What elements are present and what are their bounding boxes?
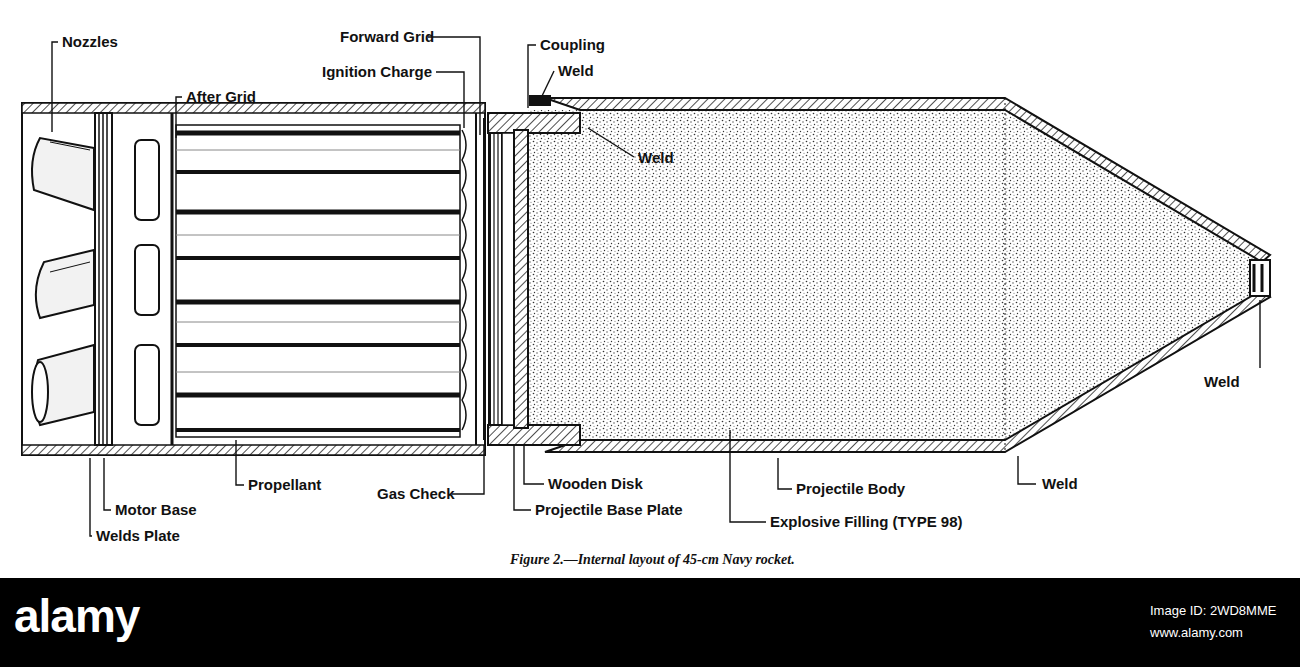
- part-label: Forward Grid: [340, 28, 434, 45]
- watermark-logo: alamy: [14, 590, 139, 643]
- part-label: Motor Base: [115, 501, 197, 518]
- part-label: Weld: [638, 149, 674, 166]
- leader-lines-part: [428, 37, 480, 135]
- coupling-part: [488, 113, 580, 133]
- propellant-grains-part: [176, 322, 460, 323]
- motor-base-plate-part: [106, 113, 108, 445]
- nozzle-set-part: [32, 362, 48, 422]
- motor-base-plate-part: [98, 113, 100, 445]
- leader-lines-part: [104, 458, 111, 510]
- leader-lines-part: [1259, 300, 1260, 368]
- part-label: Projectile Body: [796, 480, 905, 497]
- leader-lines: [52, 37, 1260, 536]
- projectile-body-part: [1005, 98, 1006, 452]
- gas-check-part: [483, 118, 485, 440]
- coupling-part: [488, 425, 580, 445]
- propellant-grains-part: [176, 256, 460, 260]
- figure-caption: Figure 2.—Internal layout of 45-cm Navy …: [510, 552, 795, 568]
- after-grid-part: [135, 245, 159, 315]
- watermark-bar: [0, 578, 1300, 667]
- part-label: Nozzles: [62, 33, 118, 50]
- part-label: Gas Check: [377, 485, 455, 502]
- projectile-body-part: [545, 290, 1270, 452]
- leader-lines-part: [514, 445, 531, 510]
- motor-tube-part: [22, 103, 485, 455]
- propellant-grains-part: [176, 300, 460, 305]
- leader-lines-part: [436, 72, 464, 128]
- propellant-grains-part: [176, 125, 460, 437]
- coupling: [488, 96, 580, 445]
- part-label: Propellant: [248, 476, 321, 493]
- part-label: Projectile Base Plate: [535, 501, 683, 518]
- after-grid-part: [135, 345, 159, 425]
- part-label: Ignition Charge: [322, 63, 432, 80]
- part-label: Explosive Filling (TYPE 98): [770, 513, 963, 530]
- nozzle-set-part: [32, 138, 94, 210]
- part-label: Coupling: [540, 36, 605, 53]
- propellant-grains-part: [176, 235, 460, 236]
- motor-base-plate: [95, 113, 112, 445]
- leader-lines-part: [452, 445, 484, 494]
- leader-lines-part: [542, 71, 554, 96]
- leader-lines-part: [524, 445, 544, 484]
- part-label: Welds Plate: [96, 527, 180, 544]
- part-label: Weld: [1042, 475, 1078, 492]
- leader-lines-part: [90, 458, 92, 536]
- nozzle-set-part: [50, 142, 90, 150]
- nozzle-set-part: [36, 250, 94, 318]
- ignition-charge: [462, 113, 476, 445]
- part-label: Weld: [558, 62, 594, 79]
- propellant-grains-part: [176, 150, 460, 151]
- nose-fuze: [1250, 260, 1270, 296]
- propellant-grains-part: [176, 428, 460, 432]
- coupling-part: [514, 130, 528, 428]
- propellant-grains-part: [176, 393, 460, 398]
- after-grid: [135, 113, 172, 445]
- projectile-body-part: [528, 110, 1262, 440]
- part-label: Weld: [1204, 373, 1240, 390]
- part-label: After Grid: [186, 88, 256, 105]
- gas-check: [484, 118, 489, 440]
- leader-lines-part: [588, 128, 634, 157]
- watermark-text: Image ID: 2WD8MME: [1150, 604, 1276, 619]
- nose-fuze-part: [1253, 264, 1256, 292]
- part-label: Wooden Disk: [548, 475, 643, 492]
- motor-tube: [22, 103, 485, 455]
- propellant-grains: [176, 125, 460, 437]
- motor-tube-part: [22, 445, 485, 455]
- ignition-charge-part: [475, 113, 477, 445]
- watermark-text: www.alamy.com: [1150, 626, 1243, 641]
- after-grid-part: [135, 140, 159, 220]
- leader-lines-part: [778, 458, 792, 489]
- projectile-body: [528, 98, 1270, 452]
- after-grid-part: [171, 113, 174, 445]
- propellant-grains-part: [176, 170, 460, 174]
- projectile-body-part: [545, 98, 1270, 262]
- nozzle-set-part: [50, 262, 90, 272]
- coupling-part: [490, 133, 502, 425]
- coupling-part: [530, 96, 550, 105]
- leader-lines-part: [176, 97, 182, 138]
- propellant-grains-part: [176, 343, 460, 347]
- leader-lines-part: [236, 440, 244, 485]
- nose-fuze-part: [1250, 260, 1270, 296]
- propellant-grains-part: [176, 131, 460, 136]
- coupling-part: [502, 133, 514, 425]
- propellant-grains-part: [176, 210, 460, 215]
- motor-base-plate-part: [102, 113, 104, 445]
- leader-lines-part: [1018, 456, 1036, 484]
- ignition-charge-part: [462, 130, 466, 430]
- leader-lines-part: [730, 430, 766, 522]
- nose-fuze-part: [1261, 264, 1264, 292]
- propellant-grains-part: [176, 372, 460, 373]
- motor-base-plate-part: [95, 113, 112, 445]
- coupling-part: [497, 133, 498, 425]
- leader-lines-part: [52, 42, 58, 132]
- coupling-part: [493, 133, 494, 425]
- nozzle-set: [32, 138, 94, 425]
- leader-lines-part: [528, 45, 536, 108]
